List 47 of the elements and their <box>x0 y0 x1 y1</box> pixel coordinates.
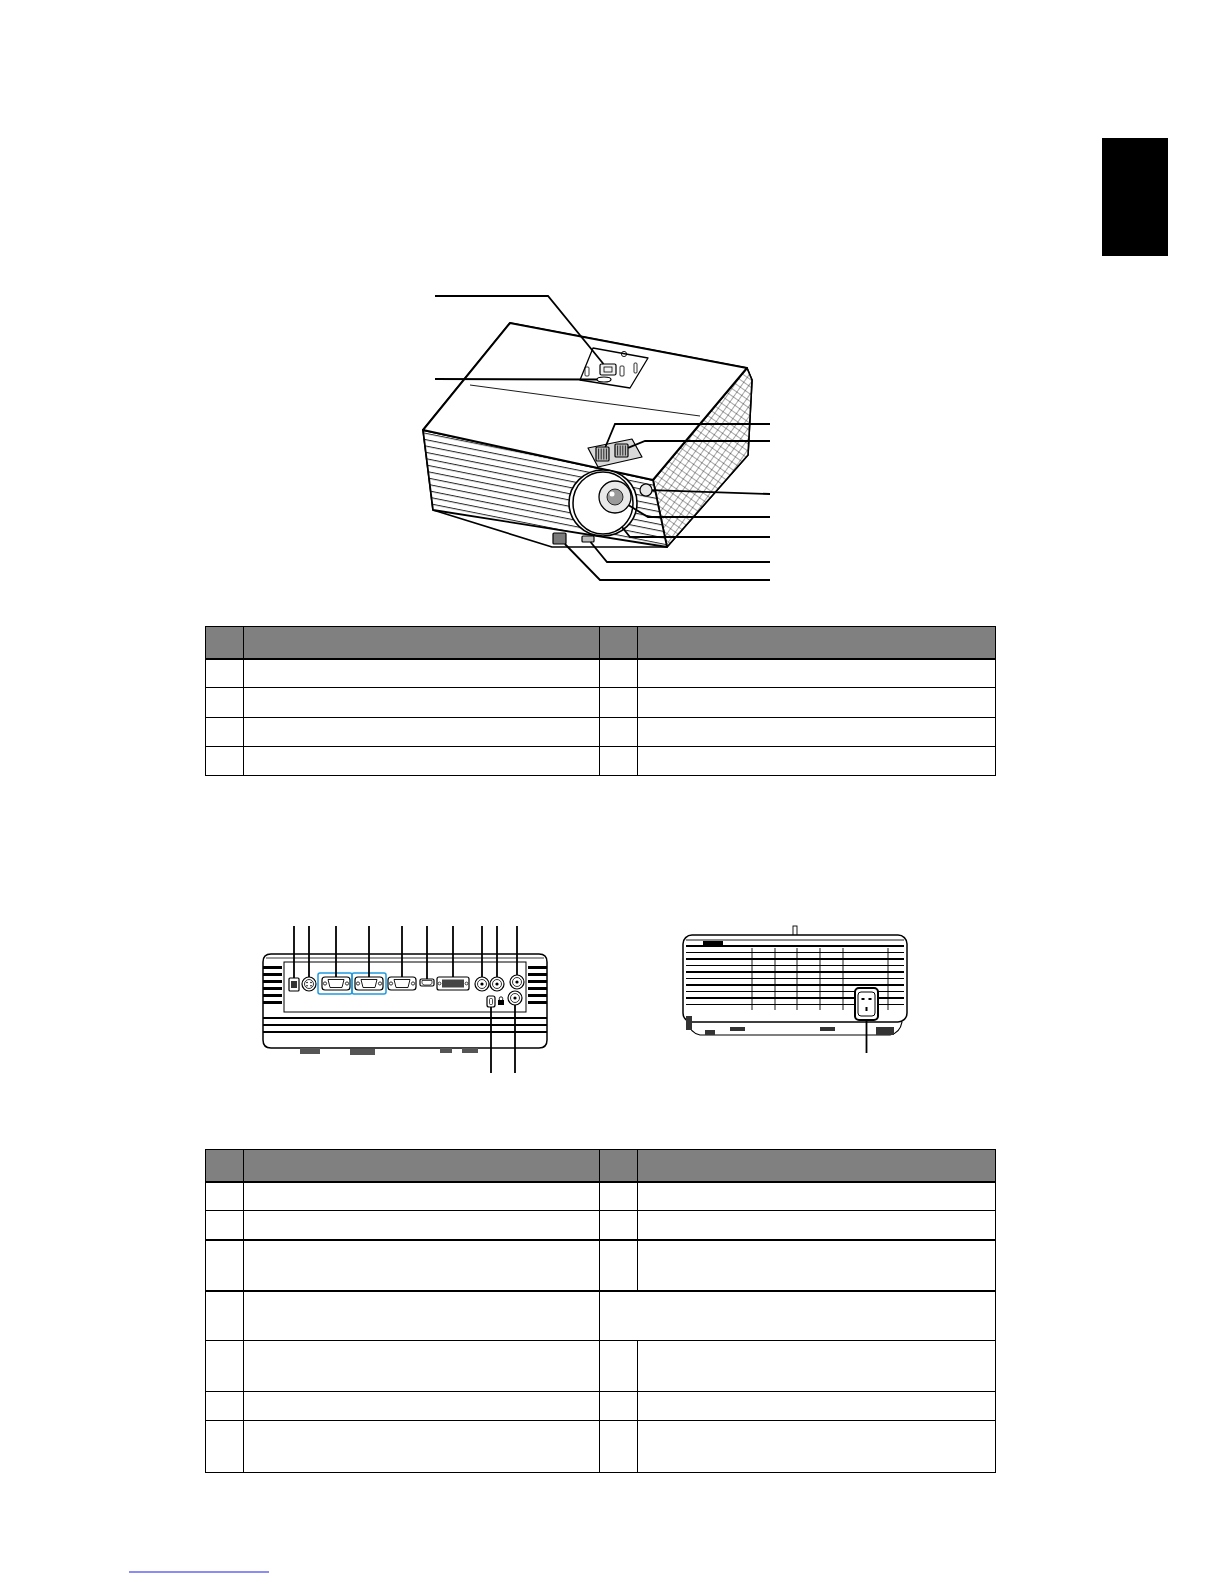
zoom-ring <box>595 446 610 462</box>
audio-jack <box>509 974 525 990</box>
oval-button <box>596 376 612 383</box>
leader-line <box>651 489 771 495</box>
leader-line <box>434 378 598 381</box>
leader-line <box>481 925 483 978</box>
leader-line <box>452 925 454 978</box>
elevator-button <box>581 535 595 543</box>
leader-line <box>308 925 310 978</box>
leader-line <box>564 543 771 581</box>
lock-slot <box>486 995 496 1008</box>
audio-jack <box>507 990 523 1006</box>
dvi-port <box>436 976 470 991</box>
rca-jack <box>489 976 505 992</box>
focus-ring <box>614 443 629 458</box>
power-socket <box>854 987 879 1021</box>
leader-line <box>516 925 518 976</box>
leader-line <box>490 1006 492 1074</box>
lens-housing <box>572 471 634 535</box>
projector-front-drawing <box>422 322 753 548</box>
usb-port <box>288 977 300 992</box>
rear-panel-drawing <box>262 953 548 1055</box>
leader-line <box>589 541 771 563</box>
leader-line <box>434 295 605 365</box>
leader-line <box>865 1019 868 1054</box>
vga-port <box>387 976 417 991</box>
leader-line <box>627 440 771 449</box>
vga-port <box>321 976 351 991</box>
leader-line <box>627 504 771 518</box>
lens <box>598 480 632 514</box>
leader-line <box>368 925 370 978</box>
hdmi-port <box>419 978 435 987</box>
leader-line <box>604 423 771 448</box>
elevator-foot <box>552 532 567 545</box>
leader-line <box>621 526 771 538</box>
leader-line <box>426 925 428 980</box>
s-video-port <box>474 976 490 992</box>
round-sensor <box>639 483 653 497</box>
leader-line <box>335 925 337 978</box>
projector-back-drawing <box>682 925 908 1036</box>
center-button <box>599 363 617 376</box>
mini-din-port <box>301 976 317 992</box>
leader-line <box>293 925 295 979</box>
vga-port <box>354 976 384 991</box>
leader-line <box>514 1004 516 1074</box>
leader-line <box>401 925 403 978</box>
leader-line <box>496 925 498 978</box>
